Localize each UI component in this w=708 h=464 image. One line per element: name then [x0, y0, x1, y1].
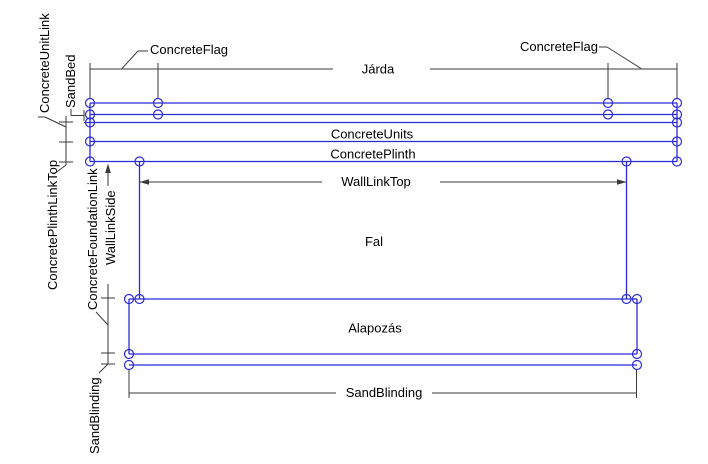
foundation-layer-bracket	[95, 284, 115, 374]
upper-layer-bracket	[38, 109, 85, 175]
label-jarda: Járda	[362, 62, 395, 77]
label-wall-link-side: WallLinkSide	[103, 190, 118, 265]
label-sand-blinding-left: SandBlinding	[87, 377, 102, 454]
label-concrete-flag-right: ConcreteFlag	[520, 39, 598, 54]
label-fal: Fal	[365, 234, 383, 249]
label-concrete-plinth-link-top: ConcretePlinthLinkTop	[45, 160, 60, 290]
label-concrete-plinth: ConcretePlinth	[330, 147, 415, 162]
foundation-lines	[128, 298, 638, 366]
sand-blinding-dimension	[128, 370, 637, 398]
label-concrete-unit-link: ConcreteUnitLink	[37, 13, 52, 113]
label-sand-bed: SandBed	[63, 55, 78, 109]
label-concrete-foundation-link: ConcreteFoundationLink	[85, 168, 100, 310]
label-concrete-units: ConcreteUnits	[331, 127, 414, 142]
label-wall-link-top: WallLinkTop	[341, 174, 411, 189]
jarda-dimension-line	[89, 63, 678, 98]
wall-link-top-dimension	[139, 179, 627, 185]
wall-link-side-pointer	[105, 163, 111, 186]
concrete-flag-right-leader	[599, 46, 642, 69]
pavement-layer-lines	[84, 102, 678, 163]
joint-node-circles	[84, 97, 683, 371]
label-concrete-flag-left: ConcreteFlag	[150, 42, 228, 57]
wall-edge-lines	[138, 161, 628, 299]
concrete-flag-left-leader	[121, 50, 148, 69]
label-alapozas: Alapozás	[348, 321, 402, 336]
label-sand-blinding-bottom: SandBlinding	[346, 385, 423, 400]
